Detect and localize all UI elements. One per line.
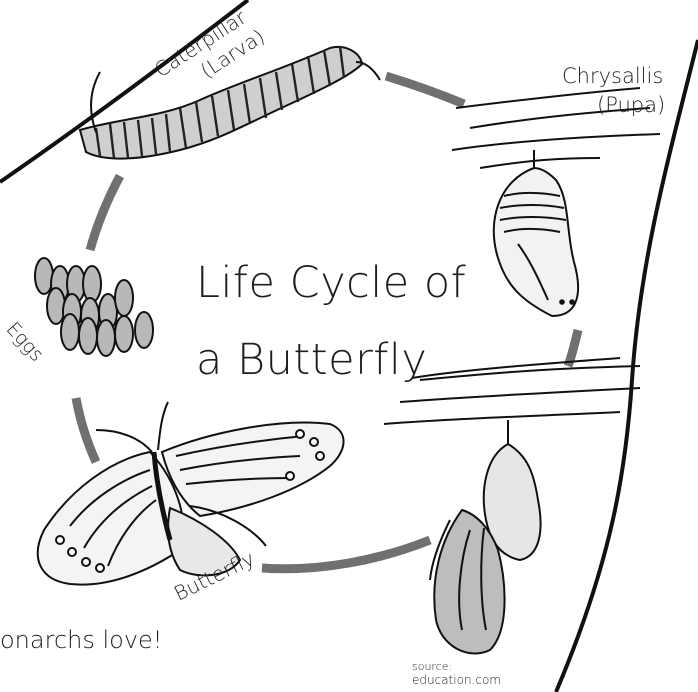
- pupa-label: (Pupa): [597, 93, 665, 117]
- cycle-arrow-adult-to-butterfly: [262, 540, 430, 569]
- footer-caption: onarchs love!: [0, 626, 162, 654]
- chrysalis-label: Chrysallis: [562, 64, 663, 88]
- eggs-illustration: [35, 258, 153, 356]
- emerging-butterfly-illustration: [384, 366, 640, 653]
- diagram-title-line-2: a Butterfly: [196, 335, 427, 385]
- cycle-arrow-eggs-to-caterpillar: [90, 176, 120, 250]
- source-credit: education.com: [412, 673, 501, 687]
- cycle-arrow-caterpillar-to-chrysalis: [386, 76, 464, 104]
- diagram-title-line-1: Life Cycle of: [196, 258, 466, 308]
- cycle-arrow-butterfly-to-eggs: [76, 398, 96, 462]
- chrysalis-illustration: [452, 88, 660, 316]
- source-label: source:: [412, 660, 452, 673]
